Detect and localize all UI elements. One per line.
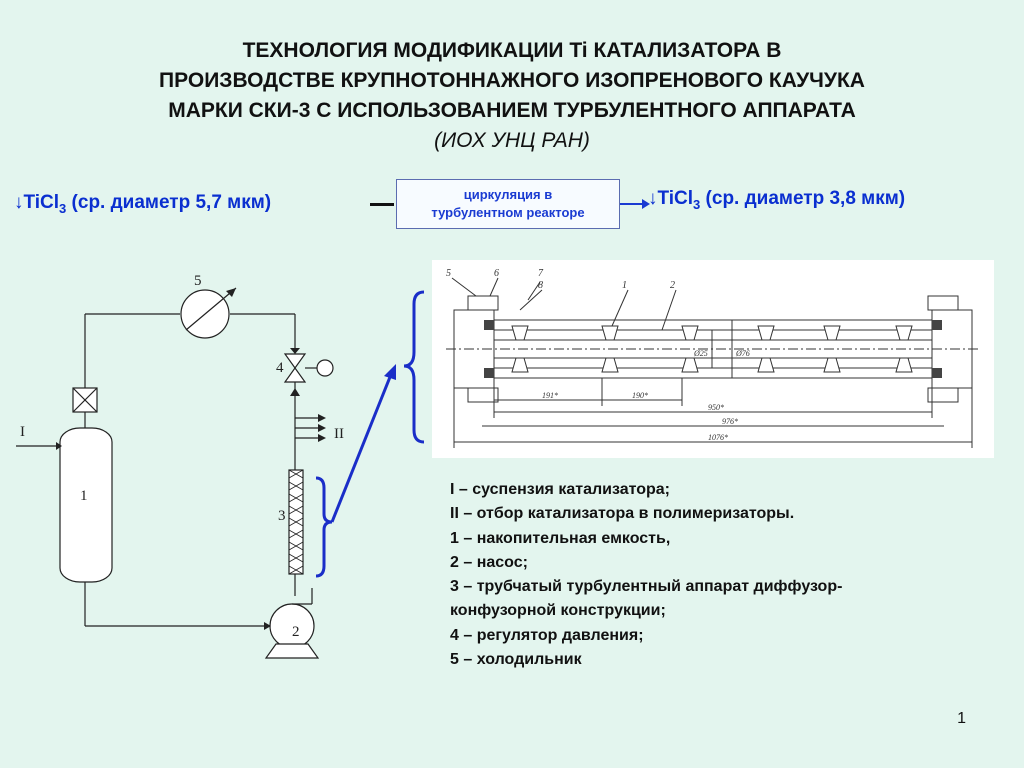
apparatus-brace xyxy=(315,476,333,578)
label-1: 1 xyxy=(80,488,88,504)
callout-2: 2 xyxy=(670,280,675,291)
dim-1076: 1076* xyxy=(708,433,728,442)
formula-subscript: 3 xyxy=(59,200,67,216)
storage-tank xyxy=(59,427,113,583)
title-line-2: ПРОИЗВОДСТВЕ КРУПНОТОННАЖНОГО ИЗОПРЕНОВО… xyxy=(159,69,865,92)
label-II: II xyxy=(334,426,344,442)
pressure-regulator xyxy=(316,359,334,377)
down-arrow-icon: ↓ xyxy=(14,192,24,213)
apparatus-drawing: 5 6 7 8 1 2 191* 190* 950* 976* 1076* Ø2… xyxy=(432,260,994,458)
title-line-1: ТЕХНОЛОГИЯ МОДИФИКАЦИИ Ti КАТАЛИЗАТОРА В xyxy=(242,39,782,62)
callout-7: 7 xyxy=(538,268,544,279)
circulation-box: циркуляция в турбулентном реакторе xyxy=(396,179,620,229)
ticl-before: ↓TiCl3 (ср. диаметр 5,7 мкм) xyxy=(14,192,271,216)
label-4: 4 xyxy=(276,360,284,376)
dim-d76: Ø76 xyxy=(735,349,750,358)
ticl-after: ↓TiCl3 (ср. диаметр 3,8 мкм) xyxy=(648,188,905,212)
process-scheme: 5 4 II I 1 3 2 xyxy=(16,273,396,659)
flow-arrow-icon xyxy=(620,199,650,209)
label-2: 2 xyxy=(292,624,300,640)
label-I: I xyxy=(20,424,25,440)
diameter-text: (ср. диаметр 3,8 мкм) xyxy=(700,188,906,209)
down-arrow-icon: ↓ xyxy=(648,188,658,209)
legend: I – суспензия катализатора; II – отбор к… xyxy=(450,478,970,672)
drawing-brace xyxy=(403,290,425,444)
slide-title: ТЕХНОЛОГИЯ МОДИФИКАЦИИ Ti КАТАЛИЗАТОРА В… xyxy=(0,36,1024,156)
legend-item: I – суспензия катализатора; xyxy=(450,481,671,498)
dim-950: 950* xyxy=(708,403,724,412)
legend-item: 1 – накопительная емкость, xyxy=(450,529,671,547)
title-subtitle: (ИОХ УНЦ РАН) xyxy=(434,129,590,152)
formula-base: TiCl xyxy=(657,188,694,209)
dim-d25: Ø25 xyxy=(693,349,708,358)
legend-item: II – отбор катализатора в полимеризаторы… xyxy=(450,505,795,523)
callout-8: 8 xyxy=(538,280,543,291)
legend-item: 5 – холодильник xyxy=(450,651,582,669)
connector-dash xyxy=(370,203,394,206)
callout-6: 6 xyxy=(494,268,499,279)
title-line-3: МАРКИ СКИ-3 С ИСПОЛЬЗОВАНИЕМ ТУРБУЛЕНТНО… xyxy=(168,99,856,122)
legend-item: конфузорной конструкции; xyxy=(450,602,666,620)
dim-191: 191* xyxy=(542,391,558,400)
legend-item: 4 – регулятор давления; xyxy=(450,626,644,644)
formula-base: TiCl xyxy=(23,192,60,213)
page-number: 1 xyxy=(957,710,966,727)
label-3: 3 xyxy=(278,508,286,524)
circulation-line-2: турбулентном реакторе xyxy=(431,205,585,220)
label-5: 5 xyxy=(194,273,202,289)
legend-item: 2 – насос; xyxy=(450,553,528,571)
diameter-text: (ср. диаметр 5,7 мкм) xyxy=(66,192,272,213)
callout-5: 5 xyxy=(446,268,451,279)
dim-976: 976* xyxy=(722,417,738,426)
callout-1: 1 xyxy=(622,280,627,291)
formula-subscript: 3 xyxy=(693,196,701,212)
legend-item: 3 – трубчатый турбулентный аппарат диффу… xyxy=(450,578,843,596)
dim-190: 190* xyxy=(632,391,648,400)
circulation-line-1: циркуляция в xyxy=(463,187,553,202)
